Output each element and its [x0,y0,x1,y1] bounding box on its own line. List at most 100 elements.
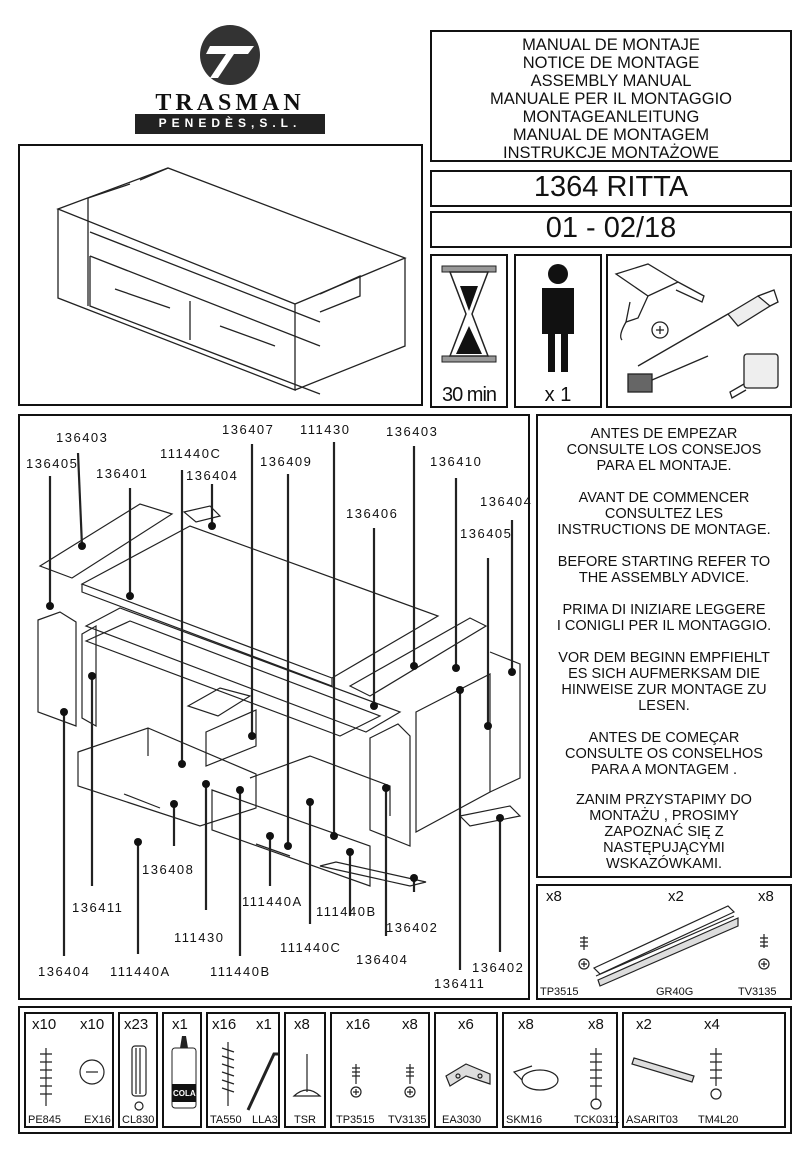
title-de: MONTAGEANLEITUNG [522,108,700,126]
part-label: 111430 [174,930,225,945]
hw-group-ta550-lla3: x16 x1 TA550 LLA3 [206,1012,280,1128]
advice-pl: ZANIM PRZYSTAPIMY DO MONTAŻU , PROSIMY Z… [576,792,752,872]
drill-screwdriver-hammer-tape-icon [614,263,779,399]
brand-logo: TRASMAN PENEDÈS,S.L. [130,24,330,136]
part-label: 136403 [56,430,109,445]
part-label: 136404 [480,494,533,509]
hw-group-pe845-ex16: x10 x10 PE845 EX16 [24,1012,114,1128]
hw-group-asarit03-tm4l20: x2 x4 ASARIT03 TM4L20 [622,1012,786,1128]
person-box: x 1 [514,254,602,408]
part-label: 136410 [430,454,483,469]
code-tp3515: TP3515 [336,1114,375,1126]
count-ex16: x10 [80,1016,105,1033]
version-number: 01 - 02/18 [545,212,677,244]
part-label: 136402 [386,920,439,935]
code-skm16: SKM16 [506,1114,543,1126]
hourglass-icon [441,265,497,363]
count-tsr: x8 [294,1016,310,1033]
screw-and-allen-key-icon [221,1042,278,1111]
model-box: 1364 RITTA [430,170,792,207]
advice-it: PRIMA DI INIZIARE LEGGERE I CONIGLI PER … [556,602,772,634]
angle-bracket-icon [445,1063,491,1087]
part-label: 136411 [434,976,486,991]
wood-screws-icon [350,1064,416,1098]
code-cl830: CL830 [122,1114,155,1126]
part-label: 111440B [316,904,377,919]
code-tv3135: TV3135 [388,1114,427,1126]
advice-de: VOR DEM BEGINN EMPFIEHLT ES SICH AUFMERK… [558,650,770,714]
count-lla3: x1 [256,1016,272,1033]
hardware-list: x10 x10 PE845 EX16 x23 CL830 x1 COLA x16… [18,1006,792,1134]
runner-count-gr40g: x2 [668,888,684,905]
code-pe845: PE845 [28,1114,62,1126]
brand-subname: PENEDÈS,S.L. [158,116,302,130]
count-ea3030: x6 [458,1016,474,1033]
person-icon [542,264,574,372]
trasman-logo-icon [135,25,325,134]
part-label: 136402 [472,960,525,975]
part-label: 136405 [26,456,79,471]
tools-box [606,254,792,408]
count-ta550: x16 [212,1016,237,1033]
part-label: 111440A [242,894,303,909]
title-pt: MANUAL DE MONTAGEM [512,126,710,144]
version-box: 01 - 02/18 [430,211,792,248]
count-cl830: x23 [124,1016,149,1033]
title-it: MANUALE PER IL MONTAGGIO [489,90,733,108]
runner-code-gr40g: GR40G [656,986,694,998]
code-tck0311: TCK0311 [574,1114,620,1126]
part-label: 111430 [300,422,351,437]
part-label: 136408 [142,862,195,877]
count-tm4l20: x4 [704,1016,720,1033]
title-en: ASSEMBLY MANUAL [530,72,692,90]
part-label: 136409 [260,454,313,469]
hw-group-cl830: x23 CL830 [118,1012,158,1128]
assembly-time: 30 min [441,384,497,406]
part-label: 111440C [280,940,342,955]
dowel-and-cam-icon [40,1048,105,1106]
part-label: 111440A [110,964,171,979]
manual-title-box: MANUAL DE MONTAJE NOTICE DE MONTAGE ASSE… [430,30,792,162]
runner-count-tv3135: x8 [758,888,774,905]
count-pe845: x10 [32,1016,57,1033]
runner-code-tp3515: TP3515 [540,986,579,998]
title-pl: INSTRUKCJE MONTAŻOWE [502,144,720,162]
code-lla3: LLA3 [252,1114,278,1126]
hw-group-tp3515-tv3135: x16 x8 TP3515 TV3135 [330,1012,430,1128]
part-label: 111440B [210,964,271,979]
part-label: 111440C [160,446,222,461]
handle-and-screw-icon [631,1048,722,1100]
exploded-view: 136403 136405 136401 111440C 136404 1364… [18,414,533,1000]
cam-lock-and-bolt-icon [512,1048,602,1110]
part-label: 136411 [72,900,124,915]
cola-label: COLA [173,1089,196,1098]
code-asarit03: ASARIT03 [626,1114,678,1126]
code-ea3030: EA3030 [442,1114,482,1126]
code-ta550: TA550 [210,1114,242,1126]
exploded-parts-drawing [37,442,522,970]
brand-name: TRASMAN [155,90,305,116]
part-label: 136404 [356,952,409,967]
part-label: 136406 [346,506,399,521]
title-es: MANUAL DE MONTAJE [522,36,700,54]
tv-stand-illustration [56,167,407,395]
count-skm16: x8 [518,1016,534,1033]
code-tsr: TSR [294,1114,316,1126]
count-asarit03: x2 [636,1016,652,1033]
persons-required: x 1 [544,384,572,406]
assembly-advice: ANTES DE EMPEZAR CONSULTE LOS CONSEJOS P… [536,414,792,878]
product-preview [18,144,423,406]
drawer-runner-icon [578,905,770,987]
time-box: 30 min [430,254,508,408]
code-tm4l20: TM4L20 [698,1114,739,1126]
hw-group-ea3030: x6 EA3030 [434,1012,498,1128]
part-label: 136405 [460,526,513,541]
part-label: 136404 [38,964,91,979]
glue-bottle-icon [171,1036,197,1109]
part-label: 136404 [186,468,239,483]
advice-es: ANTES DE EMPEZAR CONSULTE LOS CONSEJOS P… [566,426,762,474]
advice-pt: ANTES DE COMEÇAR CONSULTE OS CONSELHOS P… [565,730,763,778]
hw-group-tsr: x8 TSR [284,1012,326,1128]
hw-group-skm16-tck0311: x8 x8 SKM16 TCK0311 [502,1012,620,1128]
furniture-glide-icon [292,1054,322,1097]
